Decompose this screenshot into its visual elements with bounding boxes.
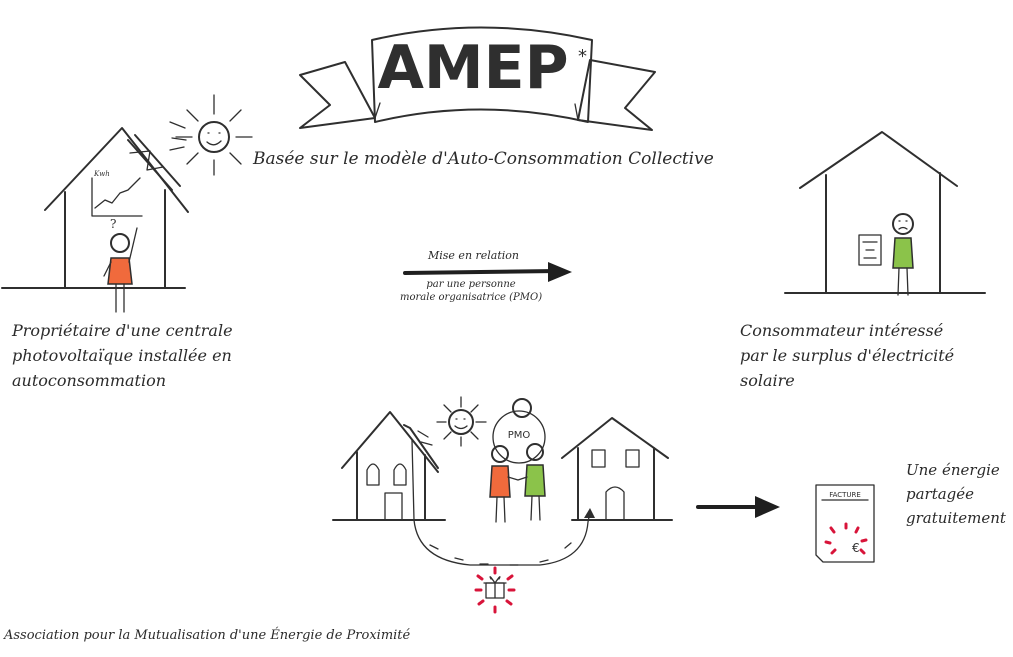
relation-arrow (403, 262, 572, 282)
invoice-title: FACTURE (829, 491, 861, 499)
relation-label-top: Mise en relation (428, 249, 520, 262)
subtitle: Basée sur le modèle d'Auto-Consommation … (253, 149, 714, 169)
producer-house: Kwh (1, 127, 189, 289)
svg-text:?: ? (110, 217, 116, 231)
pmo-group: PMO (489, 398, 546, 523)
producer-description: Propriétaire d'une centrale photovoltaïq… (12, 321, 233, 390)
bottom-right-house (561, 417, 673, 521)
energy-shared-label: Une énergie partagée gratuitement (906, 461, 1006, 527)
pmo-label: PMO (508, 430, 531, 441)
small-sun-icon (417, 396, 487, 447)
invoice-currency: € (852, 541, 860, 555)
invoice-document: FACTURE € (815, 484, 875, 563)
invoice-arrow (696, 496, 780, 518)
banner-asterisk: * (578, 46, 587, 67)
consumer-house (784, 131, 986, 294)
gift-icon (474, 566, 516, 614)
sun-icon (169, 94, 253, 176)
energy-cable (411, 439, 595, 566)
relation-label-bottom: par une personne morale organisatrice (P… (400, 279, 543, 303)
bottom-left-house (332, 411, 446, 521)
footer-text: Association pour la Mutualisation d'une … (4, 628, 411, 643)
kwh-label: Kwh (93, 170, 110, 178)
banner-title: AMEP (377, 33, 568, 103)
consumer-description: Consommateur intéressé par le surplus d'… (740, 321, 955, 390)
title-banner: AMEP * (299, 26, 656, 131)
producer-person: ? (103, 217, 138, 313)
consumer-person (892, 213, 914, 296)
